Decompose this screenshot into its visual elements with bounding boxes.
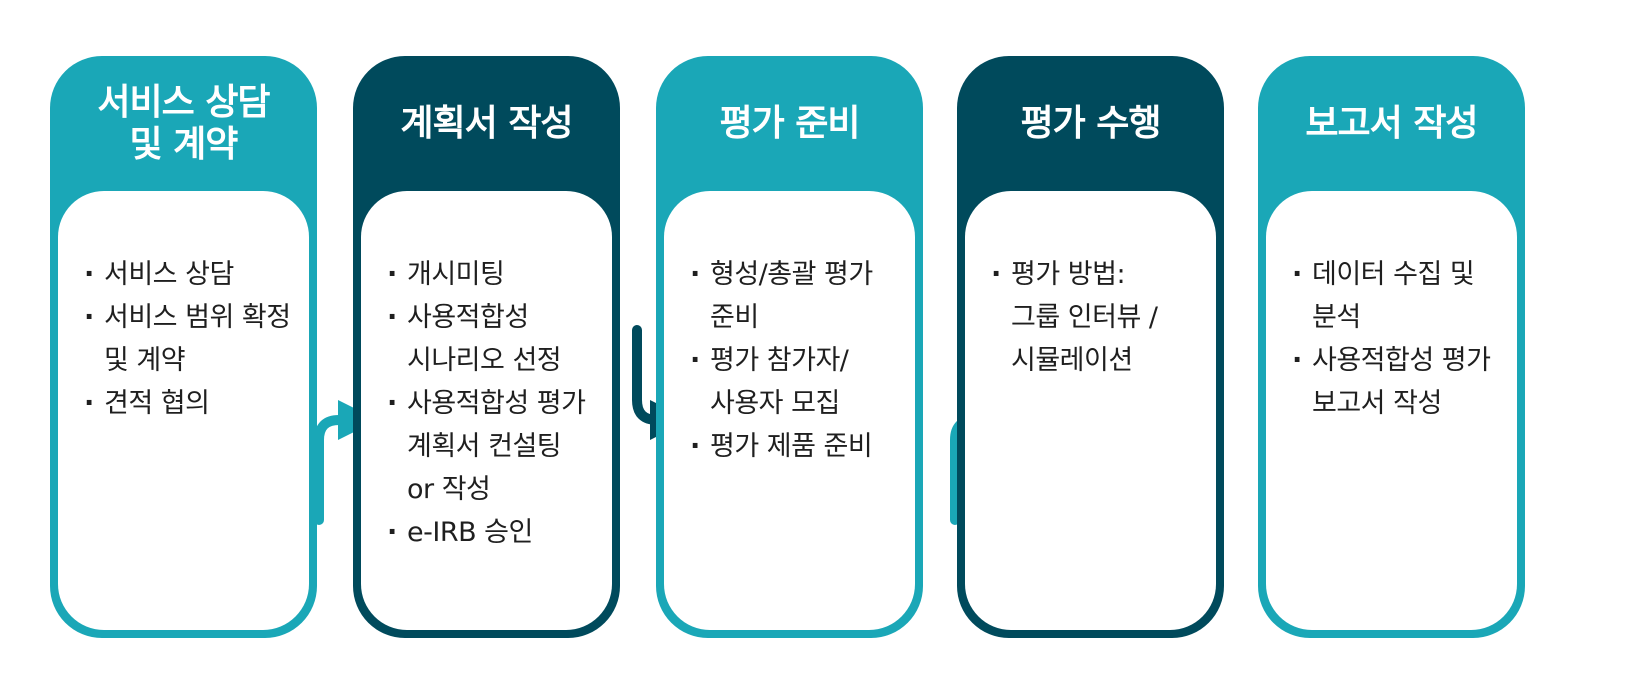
step-item: 개시미팅 (387, 253, 596, 296)
step-card-plan: 계획서 작성 개시미팅 사용적합성 시나리오 선정 사용적합성 평가 계획서 컨… (353, 56, 620, 638)
step-body: 데이터 수집 및 분석 사용적합성 평가 보고서 작성 (1266, 191, 1517, 630)
step-item: 데이터 수집 및 분석 (1292, 253, 1501, 339)
step-card-execution: 평가 수행 평가 방법: 그룹 인터뷰 / 시뮬레이션 (957, 56, 1224, 638)
step-item: 평가 제품 준비 (690, 425, 899, 468)
step-item: 평가 방법: 그룹 인터뷰 / 시뮬레이션 (991, 253, 1200, 382)
step-item: 서비스 상담 (84, 253, 293, 296)
step-item: 사용적합성 평가 계획서 컨설팅 or 작성 (387, 382, 596, 511)
step-card-report: 보고서 작성 데이터 수집 및 분석 사용적합성 평가 보고서 작성 (1258, 56, 1525, 638)
step-card-preparation: 평가 준비 형성/총괄 평가 준비 평가 참가자/ 사용자 모집 평가 제품 준… (656, 56, 923, 638)
step-title: 평가 수행 (1020, 102, 1161, 144)
step-item: 평가 참가자/ 사용자 모집 (690, 339, 899, 425)
step-body: 서비스 상담 서비스 범위 확정 및 계약 견적 협의 (58, 191, 309, 630)
step-body: 형성/총괄 평가 준비 평가 참가자/ 사용자 모집 평가 제품 준비 (664, 191, 915, 630)
step-item: 사용적합성 평가 보고서 작성 (1292, 339, 1501, 425)
step-title: 보고서 작성 (1305, 102, 1478, 144)
step-card-consultation: 서비스 상담 및 계약 서비스 상담 서비스 범위 확정 및 계약 견적 협의 (50, 56, 317, 638)
step-title: 계획서 작성 (400, 102, 573, 144)
step-item: 사용적합성 시나리오 선정 (387, 296, 596, 382)
step-item: 서비스 범위 확정 및 계약 (84, 296, 293, 382)
step-item: 견적 협의 (84, 382, 293, 425)
step-body: 평가 방법: 그룹 인터뷰 / 시뮬레이션 (965, 191, 1216, 630)
step-item: e-IRB 승인 (387, 511, 596, 554)
step-title: 서비스 상담 및 계약 (97, 81, 270, 165)
step-item: 형성/총괄 평가 준비 (690, 253, 899, 339)
step-body: 개시미팅 사용적합성 시나리오 선정 사용적합성 평가 계획서 컨설팅 or 작… (361, 191, 612, 630)
step-title: 평가 준비 (719, 102, 860, 144)
